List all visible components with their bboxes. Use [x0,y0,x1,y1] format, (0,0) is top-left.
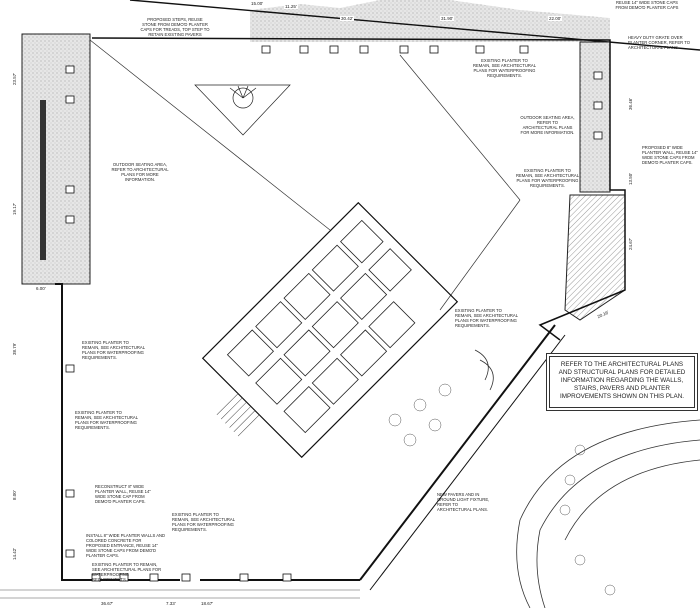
dim-left-4: 38.79' [12,342,17,355]
right-planter [579,41,611,193]
note-existing-planter-3: EXISTING PLANTER TO REMAIN, SEE ARCHITEC… [82,340,145,360]
note-existing-planter-1: EXISTING PLANTER TO REMAIN, SEE ARCHITEC… [472,58,537,78]
dim-right-2: 13.50' [628,172,633,185]
dim-right-1: 36.46' [628,97,633,110]
note-existing-planter-6: EXISTING PLANTER TO REMAIN, SEE ARCHITEC… [172,512,235,532]
note-new-pavers: NEW PAVERS AND IN GROUND LIGHT FIXTURE, … [437,492,490,512]
callout-line: IMPROVEMENTS SHOWN ON THIS PLAN. [559,393,685,400]
dim-left-6: 14.42' [12,547,17,560]
note-existing-planter-2: EXISTING PLANTER TO REMAIN, SEE ARCHITEC… [515,168,580,188]
top-paving-band [250,0,610,42]
dim-bottom-2: 7.33' [165,601,177,606]
note-outdoor-seating-west: OUTDOOR SEATING AREA, REFER TO ARCHITECT… [111,162,169,182]
dim-top-2: 11.25' [284,4,298,9]
note-existing-planter-4: EXISTING PLANTER TO REMAIN, SEE ARCHITEC… [455,308,518,328]
dim-left-2: 19.17' [12,202,17,215]
dim-left-5: 8.00' [12,490,17,500]
dim-top-3: 30.42' [340,16,355,21]
note-install-planter-walls: INSTALL 8" WIDE PLANTER WALLS AND COLORE… [86,533,166,558]
dim-bottom-1: 36.67' [100,601,115,606]
curved-plaza [474,349,700,608]
callout-line: STAIRS, PAVERS AND PLANTER [574,385,670,392]
site-wall-outline [91,37,626,341]
dim-left-3: 6.00' [35,286,47,291]
dim-right-3: 24.67' [628,237,633,250]
note-reconstruct-planter-wall: RECONSTRUCT 8" WIDE PLANTER WALL, REUSE … [95,484,151,504]
dim-top-5: 22.00' [548,16,563,21]
note-existing-planter-7: EXISTING PLANTER TO REMAIN, SEE ARCHITEC… [92,562,162,582]
seating-grid [388,383,616,596]
dim-left-1: 23.57' [12,72,17,85]
fixture-symbols [65,45,603,582]
dim-top-4: 31.90' [440,16,455,21]
sunburst-feature [194,84,291,136]
building-core [201,201,459,459]
corner-planter-hatched [564,194,626,321]
sw-diagonal-wall [359,324,556,581]
callout-line: AND STRUCTURAL PLANS FOR DETAILED [558,369,686,376]
general-note-box: REFER TO THE ARCHITECTURAL PLANS AND STR… [546,353,698,411]
note-proposed-steps: PROPOSED STEPS, REUSE STONE FROM DEMO'D … [140,17,210,37]
note-outdoor-seating-east: OUTDOOR SEATING AREA, REFER TO ARCHITECT… [520,115,575,135]
left-planter [21,33,91,285]
note-reuse-caps-top: REUSE 14" WIDE STONE CAPS FROM DEMO'D PL… [615,0,679,10]
callout-line: INFORMATION REGARDING THE WALLS, [560,377,684,384]
note-existing-planter-5: EXISTING PLANTER TO REMAIN, SEE ARCHITEC… [75,410,138,430]
callout-line: REFER TO THE ARCHITECTURAL PLANS [560,361,684,368]
left-planter-bench [40,100,46,260]
dim-top-1: 15.00' [250,1,265,6]
note-heavy-duty-grate: HEAVY DUTY GRATE OVER PLANTER CORNER, RE… [628,35,690,50]
note-proposed-planter-wall-east: PROPOSED 8" WIDE PLANTER WALL, REUSE 14"… [642,145,698,165]
dim-bottom-3: 18.67' [200,601,215,606]
